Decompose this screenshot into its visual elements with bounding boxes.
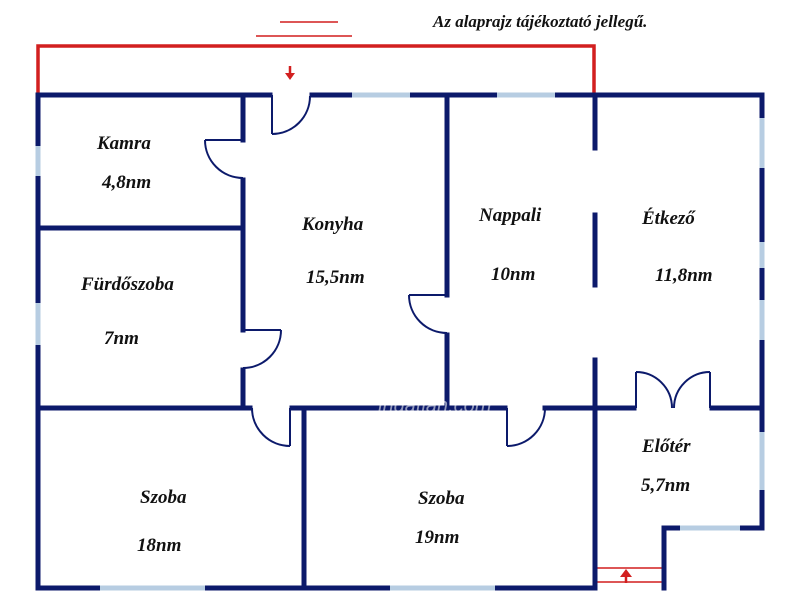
room-area: 18nm — [137, 535, 181, 556]
room-name: Nappali — [478, 205, 542, 226]
room-konyha: Konyha 15,5nm — [301, 214, 365, 288]
room-area: 19nm — [415, 527, 459, 548]
room-area: 4,8nm — [101, 172, 151, 193]
room-area: 10nm — [491, 264, 535, 285]
room-name: Fürdőszoba — [80, 274, 174, 295]
room-name: Szoba — [140, 487, 187, 508]
windows — [35, 92, 765, 591]
room-nappali: Nappali 10nm — [478, 205, 542, 285]
room-area: 15,5nm — [306, 267, 365, 288]
boundary-marking-top — [36, 21, 596, 93]
room-area: 11,8nm — [655, 265, 713, 286]
room-name: Szoba — [418, 488, 465, 509]
room-kamra: Kamra 4,8nm — [96, 133, 151, 193]
room-area: 5,7nm — [641, 475, 690, 496]
room-name: Étkező — [641, 207, 696, 229]
room-etkezo: Étkező 11,8nm — [641, 207, 713, 286]
doors — [204, 95, 711, 447]
room-area: 7nm — [104, 328, 139, 349]
disclaimer-note: Az alaprajz tájékoztató jellegű. — [432, 12, 647, 31]
boundary-marking-bottom — [597, 567, 664, 583]
room-name: Előtér — [641, 436, 691, 457]
watermark: ingatlan.com — [378, 395, 491, 417]
room-eloter: Előtér 5,7nm — [641, 436, 691, 496]
arrow-down-icon — [285, 66, 295, 80]
arrow-up-icon — [620, 569, 632, 583]
room-szoba-2: Szoba 19nm — [415, 488, 465, 548]
room-name: Konyha — [301, 214, 364, 235]
room-szoba-1: Szoba 18nm — [137, 487, 187, 556]
walls — [35, 92, 765, 591]
room-furdoszoba: Fürdőszoba 7nm — [80, 274, 174, 349]
room-name: Kamra — [96, 133, 151, 154]
